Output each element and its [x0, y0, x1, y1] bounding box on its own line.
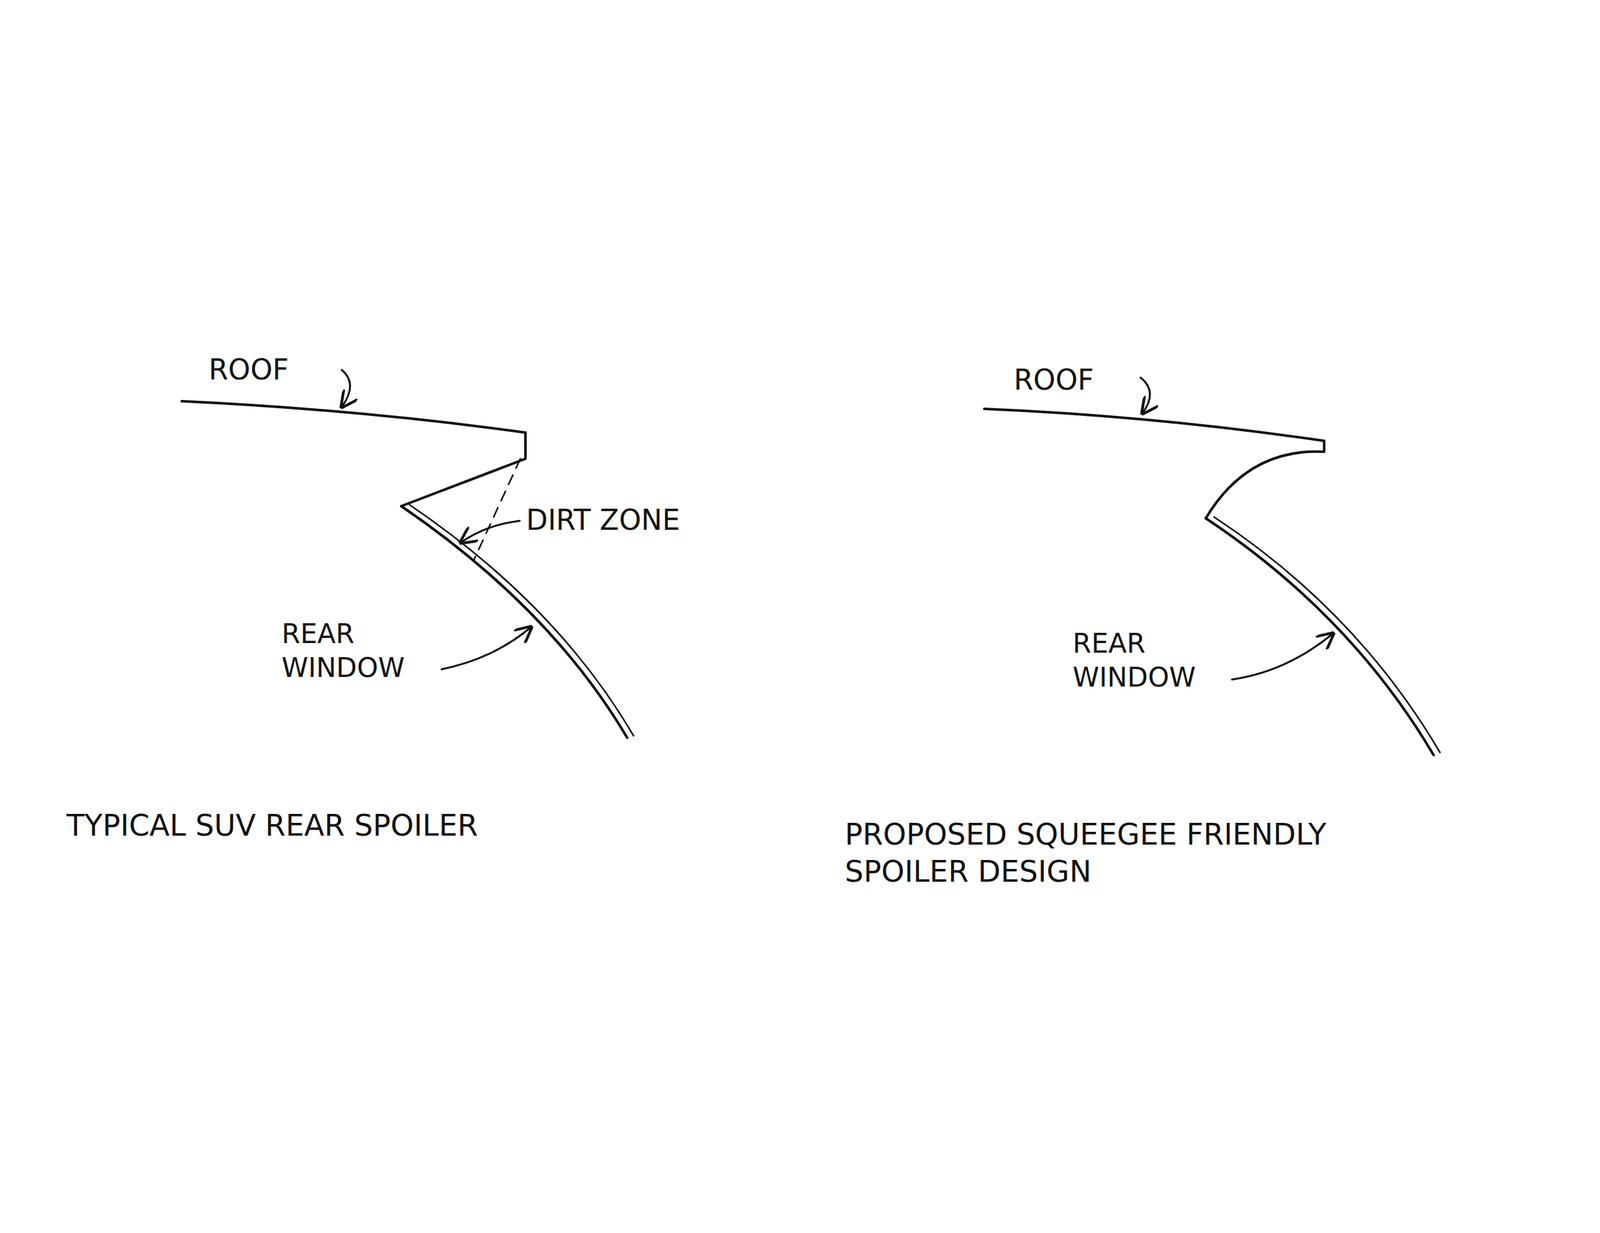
leader-arrow	[1232, 633, 1334, 680]
part-label: REAR WINDOW	[281, 617, 448, 685]
spoiler-edge	[401, 432, 526, 507]
part-label: REAR WINDOW	[1072, 627, 1240, 695]
zone-label: DIRT ZONE	[526, 502, 681, 538]
rear-window	[1214, 517, 1440, 753]
part-label: ROOF	[1013, 362, 1094, 398]
caption-label: TYPICAL SUV REAR SPOILER	[66, 807, 479, 845]
leader-arrow	[341, 369, 351, 408]
roof-line	[181, 401, 526, 433]
dirt-zone-line	[474, 458, 521, 560]
leader-arrow	[1140, 377, 1151, 414]
rear-window	[401, 506, 628, 738]
rear-window	[409, 504, 634, 736]
rear-window	[1205, 518, 1434, 756]
caption-label: PROPOSED SQUEEGEE FRIENDLY SPOILER DESIG…	[844, 816, 1408, 891]
spoiler-edge	[1205, 440, 1325, 519]
leader-arrow	[460, 520, 520, 543]
leader-arrow	[441, 627, 532, 670]
part-label: ROOF	[208, 352, 289, 388]
roof-line	[984, 408, 1325, 441]
